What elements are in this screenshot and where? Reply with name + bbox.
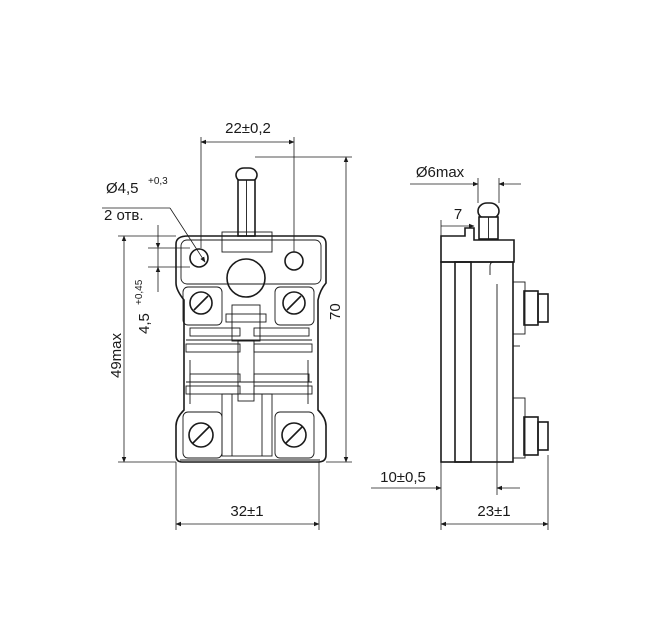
base-offset-label: 10±0,5 <box>380 469 426 486</box>
overall-height-label: 70 <box>327 303 344 320</box>
upper-screws <box>182 286 315 326</box>
contact-bars <box>185 327 313 404</box>
body-width-label: 32±1 <box>230 503 263 520</box>
front-view <box>175 167 327 463</box>
pitch-dimension: 22±0,2 <box>225 120 271 137</box>
body-max-height-label: 49max <box>108 332 125 378</box>
side-view <box>440 202 549 463</box>
side-dimensions <box>371 178 549 530</box>
side-upper-terminal <box>512 281 549 347</box>
front-body-outline <box>175 235 327 463</box>
hole-diameter-tolerance: +0,3 <box>148 176 168 187</box>
actuator-ball <box>226 258 266 298</box>
side-body <box>440 261 472 463</box>
front-plunger <box>235 167 258 237</box>
plunger-offset-label: 7 <box>454 206 462 223</box>
plunger-diameter-label: Ø6max <box>416 164 465 181</box>
hole-offset-tolerance: +0,45 <box>134 279 145 305</box>
holes-count-label: 2 отв. <box>104 207 144 224</box>
hole-diameter-label: Ø4,5 <box>106 180 139 197</box>
lower-screws <box>182 411 315 459</box>
side-width-label: 23±1 <box>477 503 510 520</box>
side-lower-terminal <box>512 397 549 459</box>
hole-offset-label: 4,5 <box>136 313 153 334</box>
front-dimensions <box>102 137 352 530</box>
